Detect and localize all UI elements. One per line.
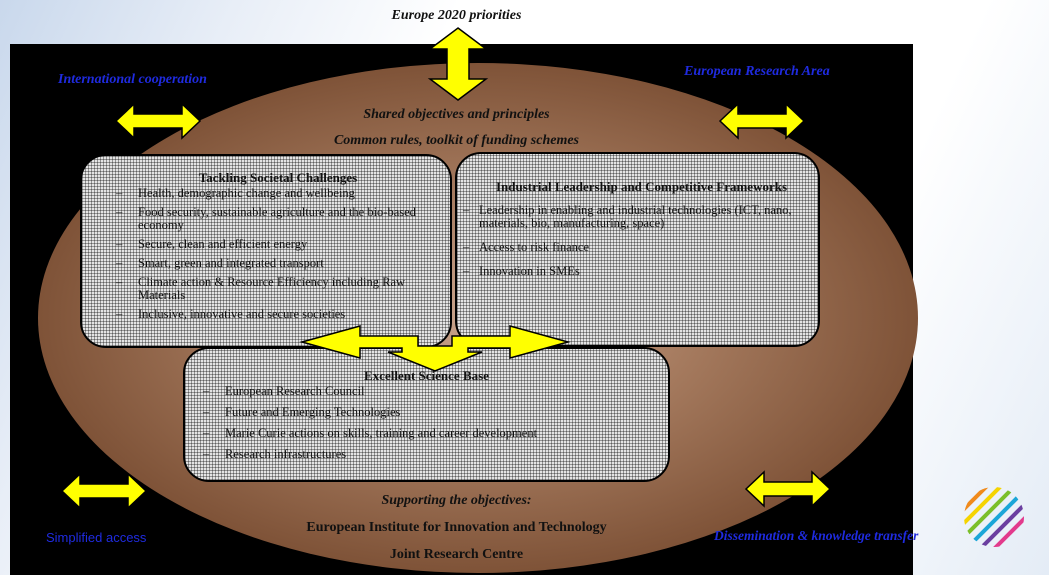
industrial-leadership-list: –Leadership in enabling and industrial t… bbox=[463, 203, 804, 278]
list-item: –Leadership in enabling and industrial t… bbox=[463, 203, 792, 230]
jrc-text: Joint Research Centre bbox=[389, 547, 524, 562]
industrial-leadership-title: Industrial Leadership and Competitive Fr… bbox=[495, 179, 788, 194]
corner-international-cooperation: International cooperation bbox=[58, 72, 207, 87]
arrow-top-right bbox=[718, 102, 806, 140]
list-item: –Future and Emerging Technologies bbox=[203, 405, 401, 419]
excellent-science-title: Excellent Science Base bbox=[364, 368, 489, 383]
societal-challenges-box: Tackling Societal Challenges –Health, de… bbox=[80, 154, 452, 348]
central-three-way-arrow bbox=[299, 325, 571, 372]
supporting-objectives-heading: Supporting the objectives: bbox=[381, 493, 532, 508]
industrial-leadership-box: Industrial Leadership and Competitive Fr… bbox=[455, 152, 820, 347]
eit-text: European Institute for Innovation and Te… bbox=[306, 520, 607, 535]
top-double-arrow bbox=[427, 27, 489, 101]
excellent-science-list: –European Research Council –Future and E… bbox=[203, 384, 658, 461]
corner-dissemination: Dissemination & knowledge transfer bbox=[714, 528, 919, 543]
arrow-bottom-left bbox=[60, 472, 148, 510]
logo-icon bbox=[964, 487, 1024, 547]
list-item: –Access to risk finance bbox=[463, 240, 590, 254]
list-item: –Health, demographic change and wellbein… bbox=[116, 186, 355, 200]
list-item: –Secure, clean and efficient energy bbox=[116, 237, 308, 251]
list-item: –Marie Curie actions on skills, training… bbox=[203, 426, 538, 440]
list-item: –Inclusive, innovative and secure societ… bbox=[116, 307, 346, 321]
top-title: Europe 2020 priorities bbox=[391, 8, 522, 23]
shared-objectives-text: Shared objectives and principles bbox=[363, 107, 550, 122]
corner-simplified-access: Simplified access bbox=[46, 530, 147, 545]
list-item: –Climate action & Resource Efficiency in… bbox=[116, 275, 406, 302]
common-rules-text: Common rules, toolkit of funding schemes bbox=[333, 133, 580, 148]
arrow-bottom-right bbox=[744, 470, 832, 508]
societal-challenges-list: –Health, demographic change and wellbein… bbox=[116, 186, 434, 321]
excellent-science-box: Excellent Science Base –European Researc… bbox=[183, 347, 670, 482]
list-item: –Smart, green and integrated transport bbox=[116, 256, 324, 270]
societal-challenges-title: Tackling Societal Challenges bbox=[198, 170, 358, 185]
corner-european-research-area: European Research Area bbox=[684, 64, 830, 79]
list-item: –Innovation in SMEs bbox=[463, 264, 580, 278]
list-item: –European Research Council bbox=[203, 384, 365, 398]
list-item: –Food security, sustainable agriculture … bbox=[116, 205, 416, 232]
list-item: –Research infrastructures bbox=[203, 447, 347, 461]
arrow-top-left bbox=[114, 102, 202, 140]
